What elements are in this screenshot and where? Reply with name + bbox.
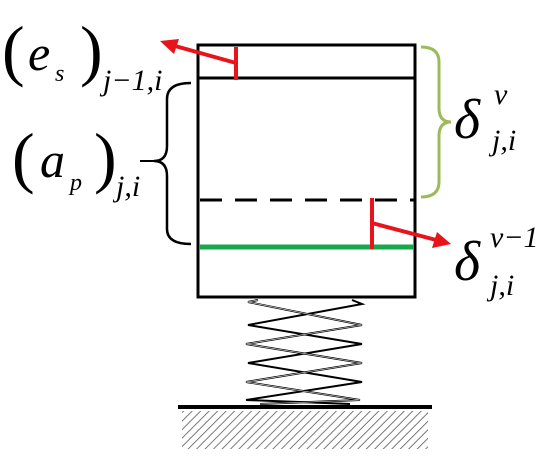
svg-text:(: ( bbox=[12, 119, 35, 195]
svg-text:j,i: j,i bbox=[486, 269, 514, 302]
label-delta-v: δ v j,i bbox=[454, 78, 516, 157]
svg-text:δ: δ bbox=[454, 89, 481, 151]
svg-text:p: p bbox=[68, 170, 82, 196]
svg-text:): ) bbox=[80, 12, 103, 88]
spring-fill-mask bbox=[245, 299, 363, 405]
label-es: ( e s ) j−1,i bbox=[2, 12, 162, 97]
svg-text:): ) bbox=[94, 119, 117, 195]
svg-text:δ: δ bbox=[454, 231, 481, 293]
svg-text:a: a bbox=[40, 132, 65, 188]
label-delta-v1: δ v−1 j,i bbox=[454, 221, 539, 302]
top-red-arrow-shaft bbox=[167, 42, 237, 65]
svg-text:j−1,i: j−1,i bbox=[99, 64, 162, 97]
svg-text:v−1: v−1 bbox=[490, 221, 539, 254]
bottom-red-arrow-head bbox=[432, 232, 451, 248]
svg-text:s: s bbox=[55, 61, 64, 87]
svg-text:v: v bbox=[494, 78, 508, 111]
bottom-red-arrow-shaft bbox=[371, 221, 441, 243]
top-red-arrow-head bbox=[160, 39, 179, 54]
svg-text:j,i: j,i bbox=[112, 170, 140, 203]
svg-text:e: e bbox=[28, 25, 50, 81]
label-ap: ( a p ) j,i bbox=[12, 119, 140, 203]
spring bbox=[245, 299, 366, 405]
svg-text:j,i: j,i bbox=[488, 124, 516, 157]
block-body bbox=[196, 43, 417, 299]
svg-text:(: ( bbox=[2, 12, 25, 88]
green-brace bbox=[420, 45, 452, 199]
ground-hatch bbox=[182, 411, 428, 449]
black-brace bbox=[153, 81, 192, 246]
